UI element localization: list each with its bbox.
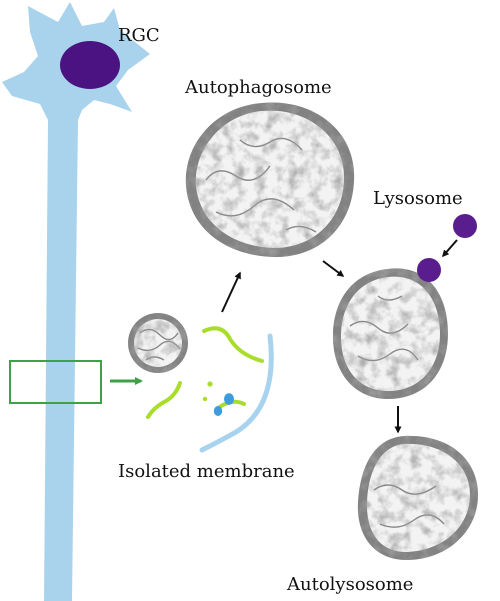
fusing-autophagosome <box>332 268 448 399</box>
rgc-nucleus <box>60 41 120 89</box>
label-autophagosome: Autophagosome <box>184 77 332 98</box>
lysosome-fusing <box>417 258 441 282</box>
neuron-soma <box>2 2 150 601</box>
arrow-to-autophagosome <box>221 271 241 313</box>
arrow-lysosome <box>442 239 458 258</box>
lysosome-top <box>453 214 477 238</box>
label-isolated-membrane: Isolated membrane <box>118 461 295 482</box>
label-lysosome: Lysosome <box>373 188 463 209</box>
label-autolysosome: Autolysosome <box>286 574 413 595</box>
axon-highlight-box <box>9 360 102 404</box>
process-arrows <box>221 239 458 434</box>
label-rgc: RGC <box>118 25 160 46</box>
autolysosome <box>357 435 478 561</box>
mitochondrion <box>128 313 188 373</box>
isolated-membrane-fragments <box>146 326 274 453</box>
arrow-to-fusion <box>322 260 345 277</box>
retinal-ganglion-cell <box>2 2 150 601</box>
autophagosome <box>185 102 355 258</box>
lysosomes <box>417 214 477 282</box>
